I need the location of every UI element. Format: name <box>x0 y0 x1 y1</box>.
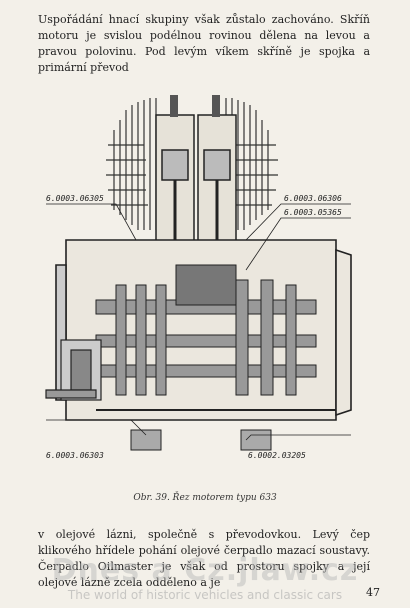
body-text-top: Uspořádání hnací skupiny však zůstalo za… <box>38 13 370 74</box>
part-label: 6.0003.06306 <box>284 194 342 203</box>
part-label: 6.0003.06303 <box>46 451 104 460</box>
watermark-tagline: The world of historic vehicles and class… <box>67 588 343 602</box>
figure-caption: Obr. 39. Řez motorem typu 633 <box>133 493 277 503</box>
body-paragraph-top: Uspořádání hnací skupiny však zůstalo za… <box>38 12 370 76</box>
engine-cross-section-figure: 6.0003.06305 6.0003.06306 6.0003.05365 6… <box>45 95 352 460</box>
cylinder-fins-left <box>106 98 157 230</box>
clutch-assembly <box>45 339 336 411</box>
body-text-bottom: v olejové lázni, společně s převodovkou.… <box>38 528 370 589</box>
part-label: 6.0002.03205 <box>248 451 306 460</box>
spark-plugs <box>170 95 220 117</box>
gearbox-internals <box>95 264 317 396</box>
part-label: 6.0003.05365 <box>284 208 342 217</box>
page-number: 47 <box>366 586 380 599</box>
leader-lines <box>46 203 351 441</box>
part-label: 6.0003.06305 <box>46 194 104 203</box>
oil-pump <box>130 429 272 451</box>
watermark: Dnes a Cz.jlaw.cz <box>51 553 359 588</box>
body-paragraph-bottom: v olejové lázni, společně s převodovkou.… <box>38 527 370 591</box>
